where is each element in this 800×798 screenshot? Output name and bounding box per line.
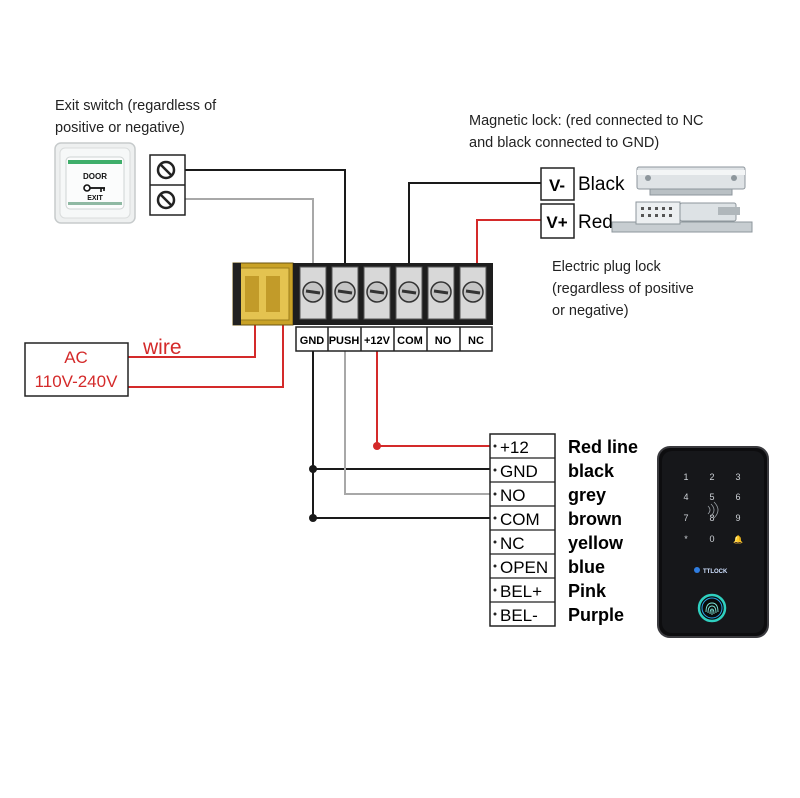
plug-lock-caption-line: Electric plug lock [552, 259, 661, 275]
wire-color-name: brown [568, 509, 622, 529]
ac-line1: AC [64, 348, 88, 367]
keypad-key: 1 [683, 472, 688, 482]
fingerprint-sensor-icon [697, 593, 727, 623]
wire-color-name: Red line [568, 437, 638, 457]
keypad-key: 7 [683, 513, 688, 523]
keypad-key: 0 [709, 534, 714, 544]
terminal-screws [299, 266, 487, 320]
wire-exit-switch-to-gnd [185, 198, 314, 268]
wire-push-to-controller-no [344, 348, 490, 495]
wire-color-name: Pink [568, 581, 607, 601]
exit-switch-caption-line: Exit switch (regardless of [55, 98, 217, 114]
terminal-label-push: PUSH [329, 335, 360, 347]
junction-dot [309, 465, 317, 473]
terminal-label-com: COM [397, 335, 423, 347]
exit-plate-bottom-text: EXIT [87, 195, 103, 202]
wire-color-name: yellow [568, 533, 624, 553]
pin-label: COM [500, 510, 540, 529]
plug-lock-caption-line: (regardless of positive [552, 281, 694, 297]
wire-nc-to-maglock-plus [476, 219, 541, 268]
key-icon [83, 184, 105, 192]
keypad-brand: TTLOCK [703, 569, 728, 575]
wire-exit-switch-to-push [185, 169, 346, 268]
pin-label: GND [500, 462, 538, 481]
wire-color-name: blue [568, 557, 605, 577]
maglock-terminal-minus: V- [549, 176, 565, 195]
rfid-icon [707, 501, 719, 519]
wire-color-name: Purple [568, 605, 624, 625]
exit-switch-terminals [149, 154, 186, 216]
exit-switch-plate: DOOR EXIT [54, 142, 136, 224]
maglock-label-black: Black [578, 174, 625, 195]
wire-gnd-to-controller [312, 348, 490, 519]
maglock-terminal-plus: V+ [546, 213, 567, 232]
wire-ac-line1 [128, 320, 256, 358]
keypad-key: 🔔 [733, 535, 743, 544]
keypad-device: 1 2 3 4 5 6 7 8 9 * 0 🔔 TTLOCK [657, 446, 769, 638]
exit-switch-caption: Exit switch (regardless of positive or n… [55, 95, 216, 139]
wire-12v-to-controller [376, 348, 490, 447]
plug-lock-image [611, 201, 753, 233]
pin-label: +12 [500, 438, 529, 457]
pin-label: OPEN [500, 558, 548, 577]
exit-plate-top-text: DOOR [83, 172, 107, 181]
junction-dot [373, 442, 381, 450]
exit-switch-caption-line: positive or negative) [55, 120, 185, 136]
wire-color-name: grey [568, 485, 606, 505]
pin-label: NO [500, 486, 526, 505]
plug-lock-caption-line: or negative) [552, 303, 629, 319]
keypad-key: 8 [709, 513, 714, 523]
keypad-key: 2 [709, 472, 714, 482]
keypad-key: 9 [735, 513, 740, 523]
magnetic-lock-image [636, 166, 746, 196]
plug-lock-caption: Electric plug lock (regardless of positi… [552, 256, 694, 322]
maglock-caption: Magnetic lock: (red connected to NC and … [469, 110, 704, 154]
pin-label: BEL- [500, 606, 538, 625]
pin-label: BEL+ [500, 582, 542, 601]
keypad-key: 4 [683, 492, 688, 502]
controller-pin-table: +12 GND NO COM NC OPEN BEL+ BEL- [489, 433, 556, 627]
keypad-key: * [684, 534, 688, 544]
ac-line2: 110V-240V [35, 372, 119, 391]
keypad-key: 6 [735, 492, 740, 502]
ttlock-logo: TTLOCK [694, 567, 728, 575]
wire-color-name: black [568, 461, 615, 481]
ac-supply-box: AC 110V-240V [24, 342, 129, 397]
wire-ac-line2 [128, 320, 284, 388]
keypad-key: 5 [709, 492, 714, 502]
wire-com-to-maglock-minus [408, 182, 541, 268]
terminal-label-no: NO [435, 335, 452, 347]
keypad-key: 3 [735, 472, 740, 482]
terminal-label-gnd: GND [300, 335, 325, 347]
maglock-caption-line: Magnetic lock: (red connected to NC [469, 113, 704, 129]
maglock-caption-line: and black connected to GND) [469, 135, 660, 151]
terminal-label-nc: NC [468, 335, 484, 347]
junction-dot [309, 514, 317, 522]
terminal-block: GND PUSH +12V COM NO NC [232, 262, 493, 352]
maglock-terminals: V- V+ [540, 167, 575, 239]
wire-label: wire [142, 336, 182, 359]
wire-color-list: Red line black grey brown yellow blue Pi… [568, 437, 638, 625]
maglock-label-red: Red [578, 212, 613, 233]
pin-label: NC [500, 534, 525, 553]
terminal-label-12v: +12V [364, 335, 391, 347]
